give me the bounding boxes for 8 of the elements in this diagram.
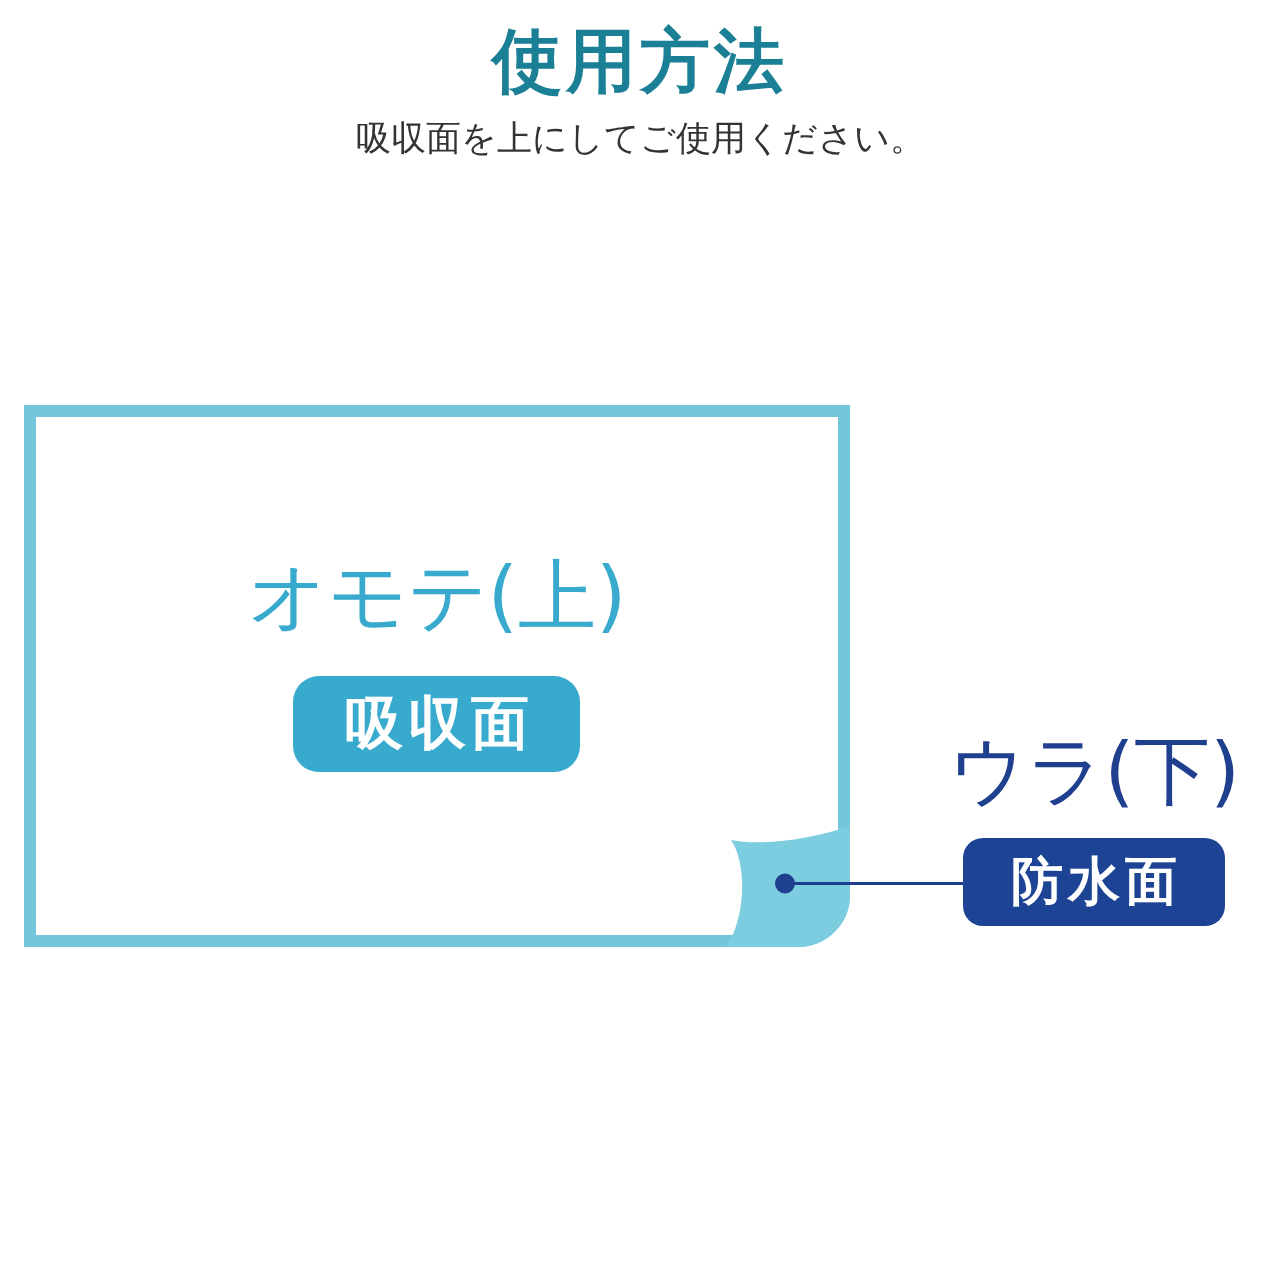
title: 使用方法 [492, 20, 788, 102]
side-heading: オモテ(上) [247, 551, 627, 641]
leader-line [775, 873, 963, 894]
side-tag: 防水面 [963, 838, 1225, 926]
instruction-text: 吸収面を上にしてご使用ください。 [355, 117, 925, 160]
pad-sheet [24, 405, 850, 947]
side-tag: 吸収面 [293, 676, 580, 772]
side-heading: ウラ(下) [948, 726, 1240, 816]
